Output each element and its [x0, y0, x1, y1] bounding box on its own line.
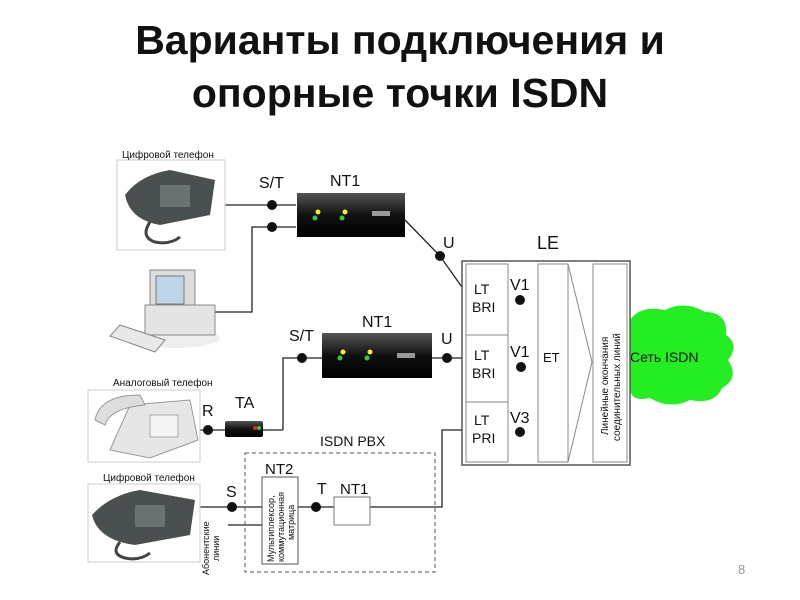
ref-dot [516, 362, 526, 372]
ref-dot [515, 295, 525, 305]
subscriber-lines-text: Абонентские линии [201, 521, 221, 575]
nt1-middle-label: NT1 [362, 314, 392, 331]
nt1-top-device [297, 193, 405, 237]
computer-icon [109, 269, 220, 353]
ref-dot [311, 502, 321, 512]
ref-point-v1-a: V1 [510, 277, 530, 294]
phone-icon [125, 170, 215, 245]
nt1-top-label: NT1 [330, 173, 360, 190]
nt2-label: NT2 [265, 461, 293, 478]
ref-dot [267, 222, 277, 232]
local-exchange [461, 260, 631, 466]
ta-device [225, 421, 263, 437]
ref-point-t: T [317, 481, 327, 498]
le-label: LE [537, 233, 559, 253]
mux-box [261, 476, 299, 565]
ref-point-v3: V3 [510, 410, 530, 427]
digital-phone-2 [87, 483, 201, 563]
network-label: Сеть ISDN [630, 349, 698, 365]
ref-dot [297, 353, 307, 363]
ref-point-st-mid: S/T [289, 328, 314, 345]
ref-dot [203, 425, 213, 435]
ref-dot [435, 251, 445, 261]
analog-phone-label: Аналоговый телефон [113, 377, 213, 389]
page-number: 8 [738, 562, 746, 577]
subscriber-lines-2: линии [211, 536, 221, 561]
et-label: ET [543, 350, 560, 365]
pbx-label: ISDN PBX [320, 433, 386, 449]
trunk-line2: соединительных линий [612, 333, 623, 441]
digital-phone-1-label: Цифровой телефон [122, 149, 214, 161]
ref-point-st-top: S/T [259, 175, 284, 192]
ref-point-s: S [226, 484, 237, 501]
ref-dot [442, 353, 452, 363]
digital-phone-2-label: Цифровой телефон [103, 472, 195, 484]
lt1-line2: BRI [472, 299, 495, 315]
ta-label: TA [235, 395, 255, 412]
pbx-box [244, 452, 436, 573]
mux-line3: матрица [286, 505, 296, 540]
ref-point-u-mid: U [441, 331, 453, 348]
digital-phone-1: Цифровой телефон [116, 149, 226, 251]
isdn-network-cloud: Сеть ISDN [630, 305, 734, 405]
trunk-terminations-text: Линейные окончания соединительных линий [600, 333, 623, 441]
analog-phone-icon [87, 389, 201, 463]
lt1-line1: LT [474, 281, 490, 297]
ref-dot [515, 427, 525, 437]
mux-text: Мультиплексор, коммутационная матрица [266, 492, 296, 562]
nt1-pbx-box [333, 496, 371, 526]
lt3-line1: LT [474, 412, 490, 428]
slide-title-line2: опорные точки ISDN [191, 70, 609, 116]
ref-point-v1-b: V1 [510, 344, 530, 361]
ref-dot [227, 502, 237, 512]
lt2-line1: LT [474, 347, 490, 363]
nt1-middle-device [322, 333, 432, 378]
ref-dot [267, 200, 277, 210]
mux-line2: коммутационная [276, 492, 286, 562]
lt3-line2: PRI [472, 430, 495, 446]
trunk-line1: Линейные окончания [600, 337, 611, 435]
nt1-pbx-label: NT1 [340, 481, 368, 498]
ref-point-r: R [202, 403, 214, 420]
mux-line1: Мультиплексор, [266, 495, 276, 562]
lt2-line2: BRI [472, 365, 495, 381]
subscriber-lines-1: Абонентские [201, 521, 211, 575]
slide-title-line1: Варианты подключения и [135, 17, 665, 63]
ref-point-u-top: U [443, 235, 455, 252]
